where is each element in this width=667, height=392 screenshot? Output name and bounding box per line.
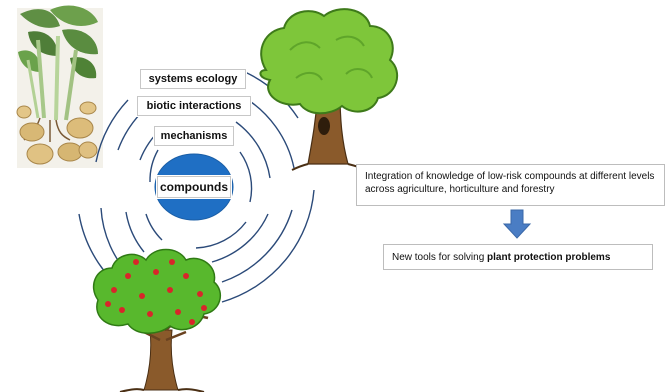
- ring-second: [125, 121, 271, 263]
- potato-plant-image: [16, 5, 103, 168]
- integration-text: Integration of knowledge of low-risk com…: [365, 171, 655, 195]
- outcome-text-prefix: New tools for solving: [392, 252, 488, 263]
- label-compounds: compounds: [157, 176, 231, 198]
- outcome-text-emphasis: plant protection problems: [487, 252, 611, 263]
- integration-text-box: Integration of knowledge of low-risk com…: [356, 164, 665, 206]
- arrow-down-icon: [502, 209, 532, 239]
- apple-tree-image: [92, 248, 222, 392]
- label-systems-ecology: systems ecology: [140, 69, 246, 89]
- oak-tree-image: [259, 8, 399, 171]
- label-mechanisms: mechanisms: [154, 126, 234, 146]
- ring-third: [100, 95, 295, 283]
- ring-inner: [145, 149, 253, 249]
- outcome-text-box: New tools for solving plant protection p…: [383, 244, 653, 270]
- label-biotic-interactions: biotic interactions: [137, 96, 251, 116]
